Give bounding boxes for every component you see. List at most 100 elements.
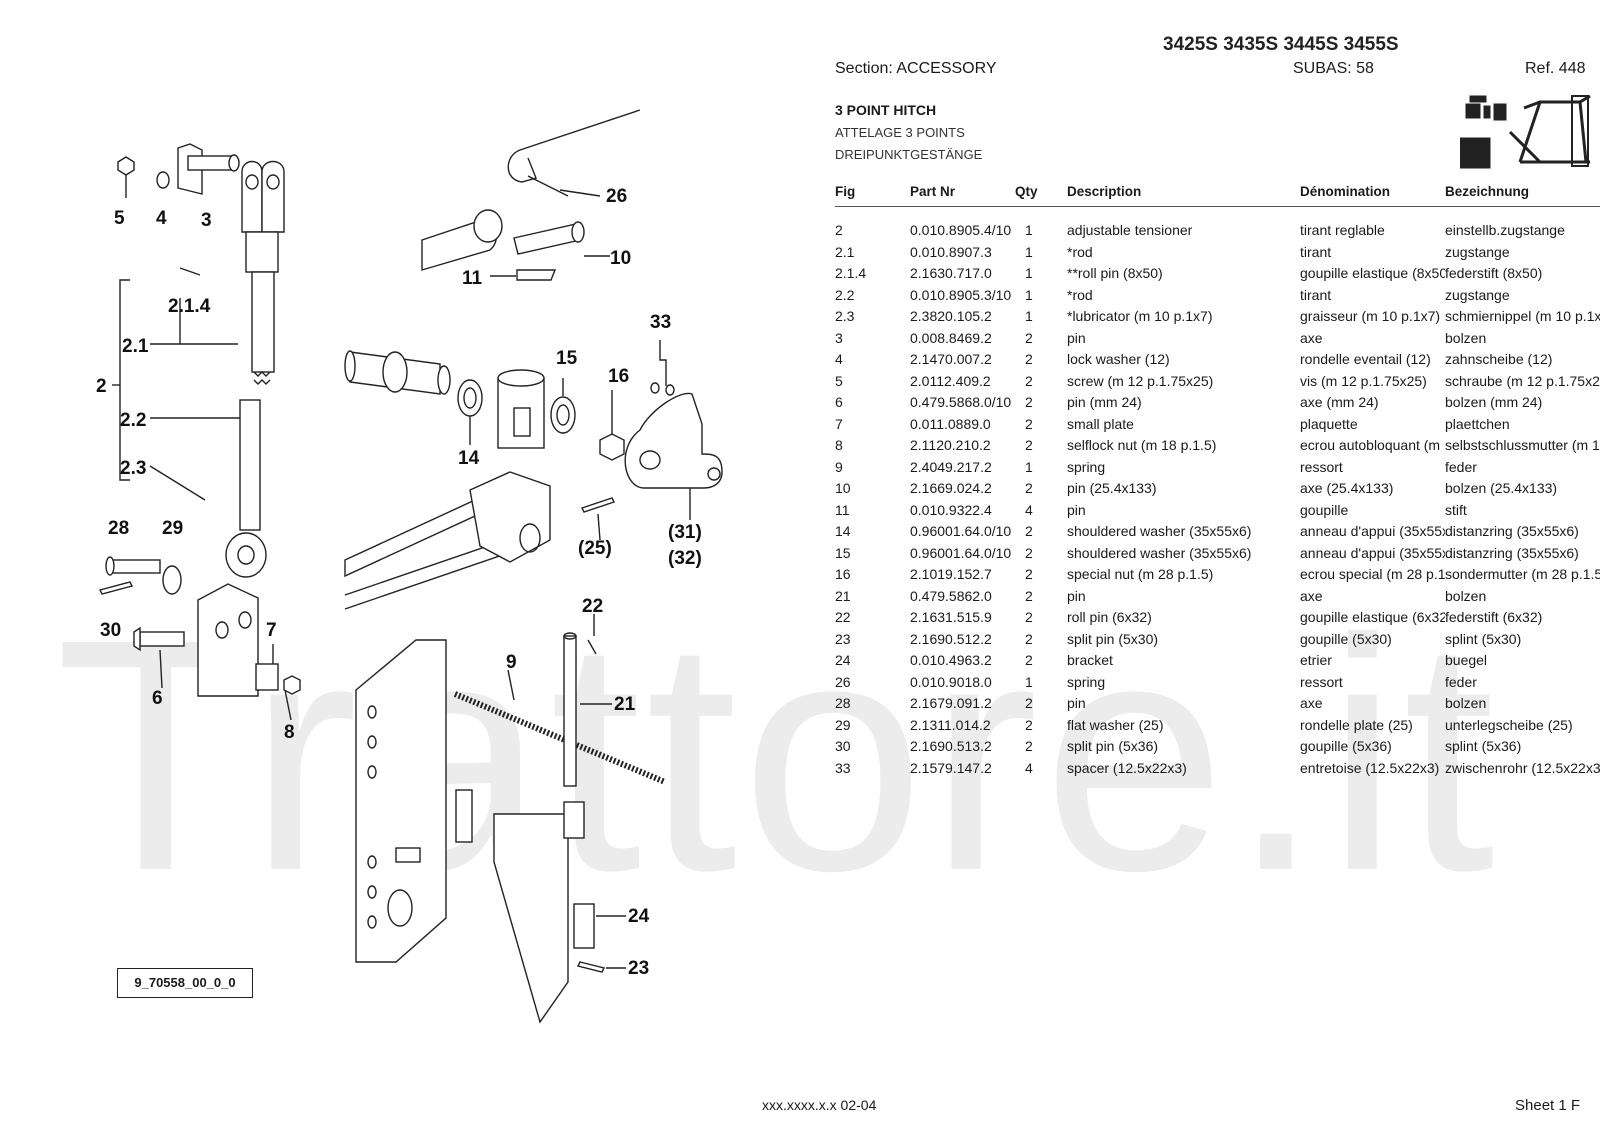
- callout-31: (31): [668, 522, 702, 543]
- cell-part-nr: 2.1679.091.2: [910, 695, 992, 711]
- callout-23: 23: [628, 958, 649, 979]
- cell-qty: 1: [1025, 286, 1033, 303]
- cell-qty: 2: [1025, 652, 1033, 668]
- callout-4: 4: [156, 208, 167, 229]
- plate-part-31: [624, 392, 723, 489]
- cell-part-nr: 2.1669.024.2: [910, 480, 992, 496]
- pin-part-10: [421, 209, 585, 271]
- cell-fig: 11: [835, 501, 850, 518]
- cell-denomination: goupille (5x36): [1300, 738, 1392, 754]
- cell-fig: 21: [835, 587, 851, 604]
- cell-bezeichnung: einstellb.zugstange: [1445, 222, 1565, 238]
- cell-description: roll pin (6x32): [1067, 609, 1152, 625]
- callout-32: (32): [668, 548, 702, 569]
- spring-part-9: [453, 691, 667, 785]
- cell-fig: 6: [835, 394, 843, 410]
- cell-description: lock washer (12): [1067, 351, 1170, 367]
- cell-description: bracket: [1067, 652, 1113, 668]
- cell-bezeichnung: schmiernippel (m 10 p.1x7): [1445, 308, 1600, 324]
- cell-bezeichnung: zugstange: [1445, 286, 1510, 303]
- cell-part-nr: 0.479.5862.0: [910, 587, 992, 604]
- pin-part-11: [516, 269, 557, 281]
- cell-part-nr: 2.1470.007.2: [910, 351, 992, 367]
- cell-bezeichnung: stift: [1445, 501, 1467, 518]
- cell-qty: 2: [1025, 738, 1033, 754]
- cell-description: pin (25.4x133): [1067, 480, 1157, 496]
- cell-part-nr: 2.0112.409.2: [910, 372, 991, 389]
- cell-fig: 9: [835, 458, 843, 475]
- cell-denomination: tirant reglable: [1300, 222, 1385, 238]
- cell-bezeichnung: bolzen (mm 24): [1445, 394, 1543, 410]
- cell-bezeichnung: bolzen: [1445, 329, 1487, 346]
- cell-fig: 15: [835, 544, 851, 561]
- cell-denomination: etrier: [1300, 652, 1332, 668]
- cell-part-nr: 0.011.0889.0: [910, 415, 991, 432]
- shouldered-washer-part-14: [457, 379, 483, 417]
- model-list: 3425S 3435S 3445S 3455S: [1163, 34, 1399, 55]
- callout-5: 5: [114, 208, 125, 229]
- cell-part-nr: 2.1579.147.2: [910, 759, 992, 776]
- cell-fig: 16: [835, 566, 851, 582]
- callout-26: 26: [606, 186, 627, 207]
- pin-part-3: [177, 143, 240, 195]
- cell-description: special nut (m 28 p.1.5): [1067, 566, 1214, 582]
- cell-description: *rod: [1067, 286, 1093, 303]
- callout-2-2: 2.2: [120, 410, 146, 431]
- cell-denomination: ecrou special (m 28 p.1.5): [1300, 566, 1445, 582]
- small-plate-part-7: [255, 663, 279, 691]
- cell-bezeichnung: feder: [1445, 458, 1477, 475]
- column-header-part-nr: Part Nr: [910, 184, 956, 199]
- callout-21: 21: [614, 694, 636, 715]
- cell-part-nr: 2.1690.513.2: [910, 738, 992, 754]
- callout-30: 30: [100, 620, 121, 641]
- cell-fig: 8: [835, 437, 843, 453]
- column-header-denomination: Dénomination: [1300, 184, 1390, 199]
- split-pin-part-30: [98, 581, 134, 595]
- cell-qty: 2: [1025, 372, 1033, 389]
- cell-qty: 2: [1025, 587, 1033, 604]
- callout-2-3: 2.3: [120, 458, 146, 479]
- split-pin-part-25: [581, 497, 615, 513]
- cell-bezeichnung: feder: [1445, 673, 1477, 690]
- cell-denomination: ecrou autobloquant (m 18 p.1.5): [1300, 437, 1445, 453]
- cell-description: spring: [1067, 458, 1106, 475]
- cell-bezeichnung: bolzen (25.4x133): [1445, 480, 1558, 496]
- cell-description: split pin (5x30): [1067, 630, 1159, 647]
- cell-denomination: goupille elastique (8x50): [1300, 265, 1445, 281]
- adjustable-tensioner-part-2: [225, 160, 285, 578]
- cell-description: spring: [1067, 673, 1106, 690]
- cell-fig: 7: [835, 415, 843, 432]
- cell-denomination: goupille elastique (6x32): [1300, 609, 1445, 625]
- cell-part-nr: 2.3820.105.2: [910, 308, 992, 324]
- bracket-part-24: [493, 801, 595, 1024]
- cell-description: split pin (5x36): [1067, 738, 1159, 754]
- callout-11: 11: [462, 268, 483, 289]
- cell-denomination: entretoise (12.5x22x3): [1300, 759, 1440, 776]
- cell-part-nr: 0.010.8907.3: [910, 243, 992, 260]
- pin-part-28: [105, 556, 161, 576]
- bracket-2: [119, 279, 130, 481]
- callout-22: 22: [582, 596, 603, 617]
- cell-qty: 1: [1025, 243, 1033, 260]
- cell-fig: 2.1: [835, 243, 855, 260]
- footer-code: xxx.xxxx.x.x 02-04: [762, 1097, 877, 1113]
- cell-part-nr: 0.96001.64.0/10: [910, 544, 1012, 561]
- cell-fig: 30: [835, 738, 851, 754]
- callout-2-1-4: 2.1.4: [168, 296, 211, 317]
- cell-qty: 2: [1025, 480, 1033, 496]
- cell-description: flat washer (25): [1067, 716, 1164, 733]
- ref-label: Ref. 448: [1525, 60, 1586, 77]
- column-header-fig: Fig: [835, 184, 856, 199]
- cell-denomination: vis (m 12 p.1.75x25): [1300, 372, 1427, 389]
- cell-qty: 4: [1025, 759, 1033, 776]
- cell-fig: 2.2: [835, 286, 855, 303]
- cell-part-nr: 0.010.8905.3/10: [910, 286, 1012, 303]
